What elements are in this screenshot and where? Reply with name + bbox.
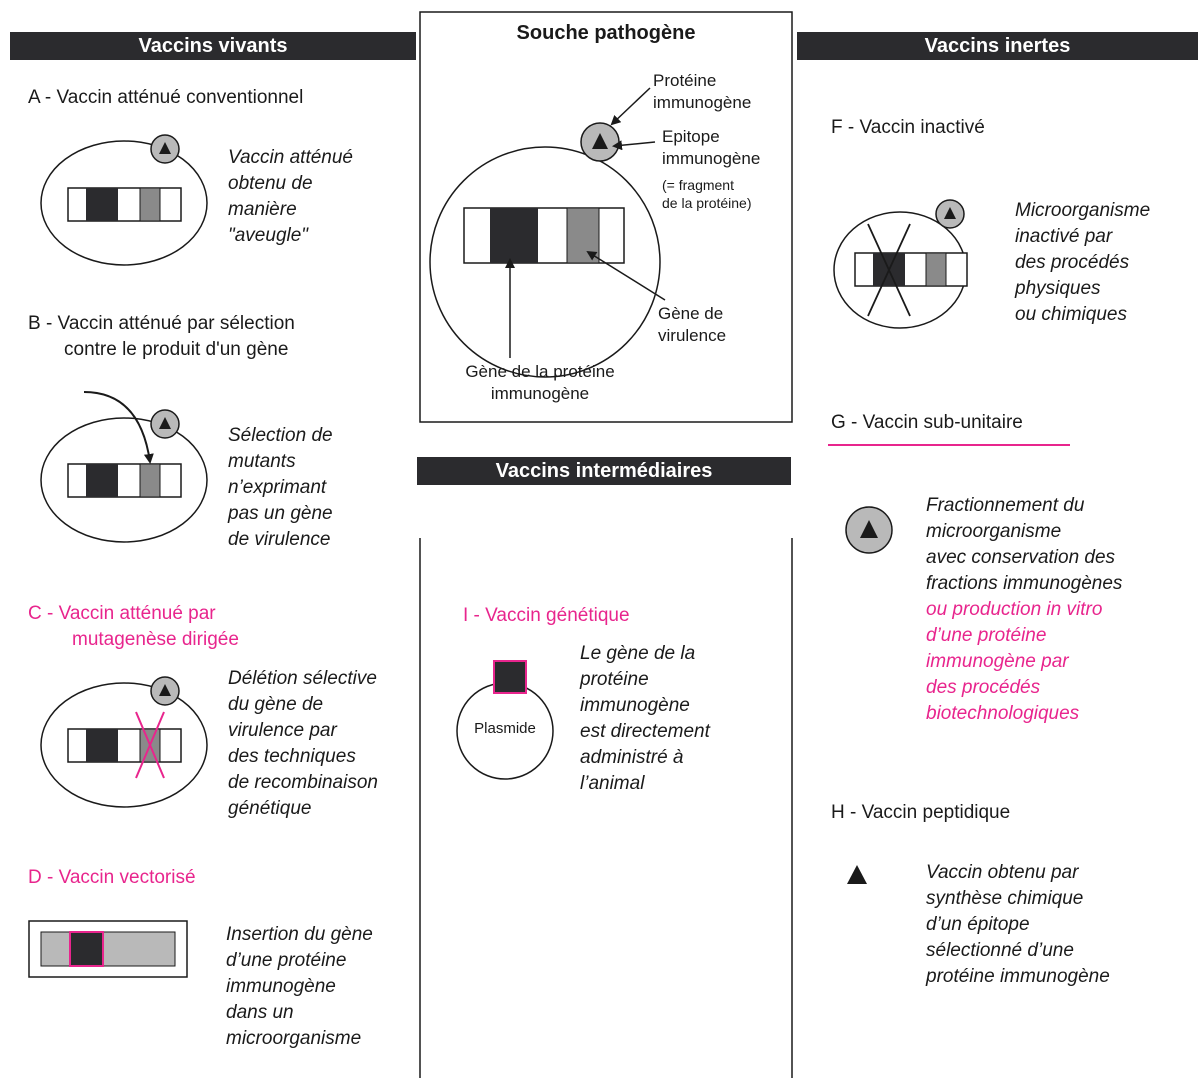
banner-vaccins-inertes: Vaccins inertes — [797, 32, 1198, 60]
genome-b — [67, 463, 182, 498]
protein-icon-b — [150, 409, 180, 439]
cell-a — [40, 140, 208, 266]
section-i-title: I - Vaccin génétique — [463, 605, 630, 626]
plasmid-gene — [493, 660, 527, 694]
plasmid-label: Plasmide — [474, 720, 536, 737]
section-f-title: F - Vaccin inactivé — [831, 117, 985, 138]
banner-vaccins-vivants: Vaccins vivants — [10, 32, 416, 60]
protein-icon-f — [935, 199, 965, 229]
arrow-protein — [610, 87, 651, 126]
arrow-epitope — [612, 140, 656, 151]
protein-icon-c — [150, 676, 180, 706]
center-title: Souche pathogène — [516, 22, 696, 44]
center-protein-icon — [580, 122, 620, 162]
section-d-title: D - Vaccin vectorisé — [28, 867, 196, 888]
banner-vaccins-intermediaires: Vaccins intermédiaires — [417, 457, 791, 485]
protein-icon-a — [150, 134, 180, 164]
deletion-cross-c — [135, 711, 165, 779]
genome-f — [854, 252, 968, 287]
protein-icon-g — [845, 506, 893, 554]
section-a-title: A - Vaccin atténué conventionnel — [28, 87, 304, 108]
vector-body-d — [40, 931, 176, 967]
section-g-title: G - Vaccin sub-unitaire — [831, 412, 1023, 433]
inserted-gene-d — [69, 931, 104, 967]
epitope-icon-h — [847, 865, 867, 884]
genome-a — [67, 187, 182, 222]
pathogen-genome — [463, 207, 625, 264]
vector-frame-d — [28, 920, 188, 978]
inactivation-cross-f — [867, 223, 911, 317]
arrow-virulence — [586, 250, 666, 301]
pathogen-cell — [429, 146, 661, 378]
center-box — [419, 11, 793, 423]
section-h-title: H - Vaccin peptidique — [831, 802, 1011, 823]
selection-arrow-b — [83, 391, 154, 464]
cell-b — [40, 417, 208, 543]
genome-c — [67, 728, 182, 763]
cell-c — [40, 682, 208, 808]
